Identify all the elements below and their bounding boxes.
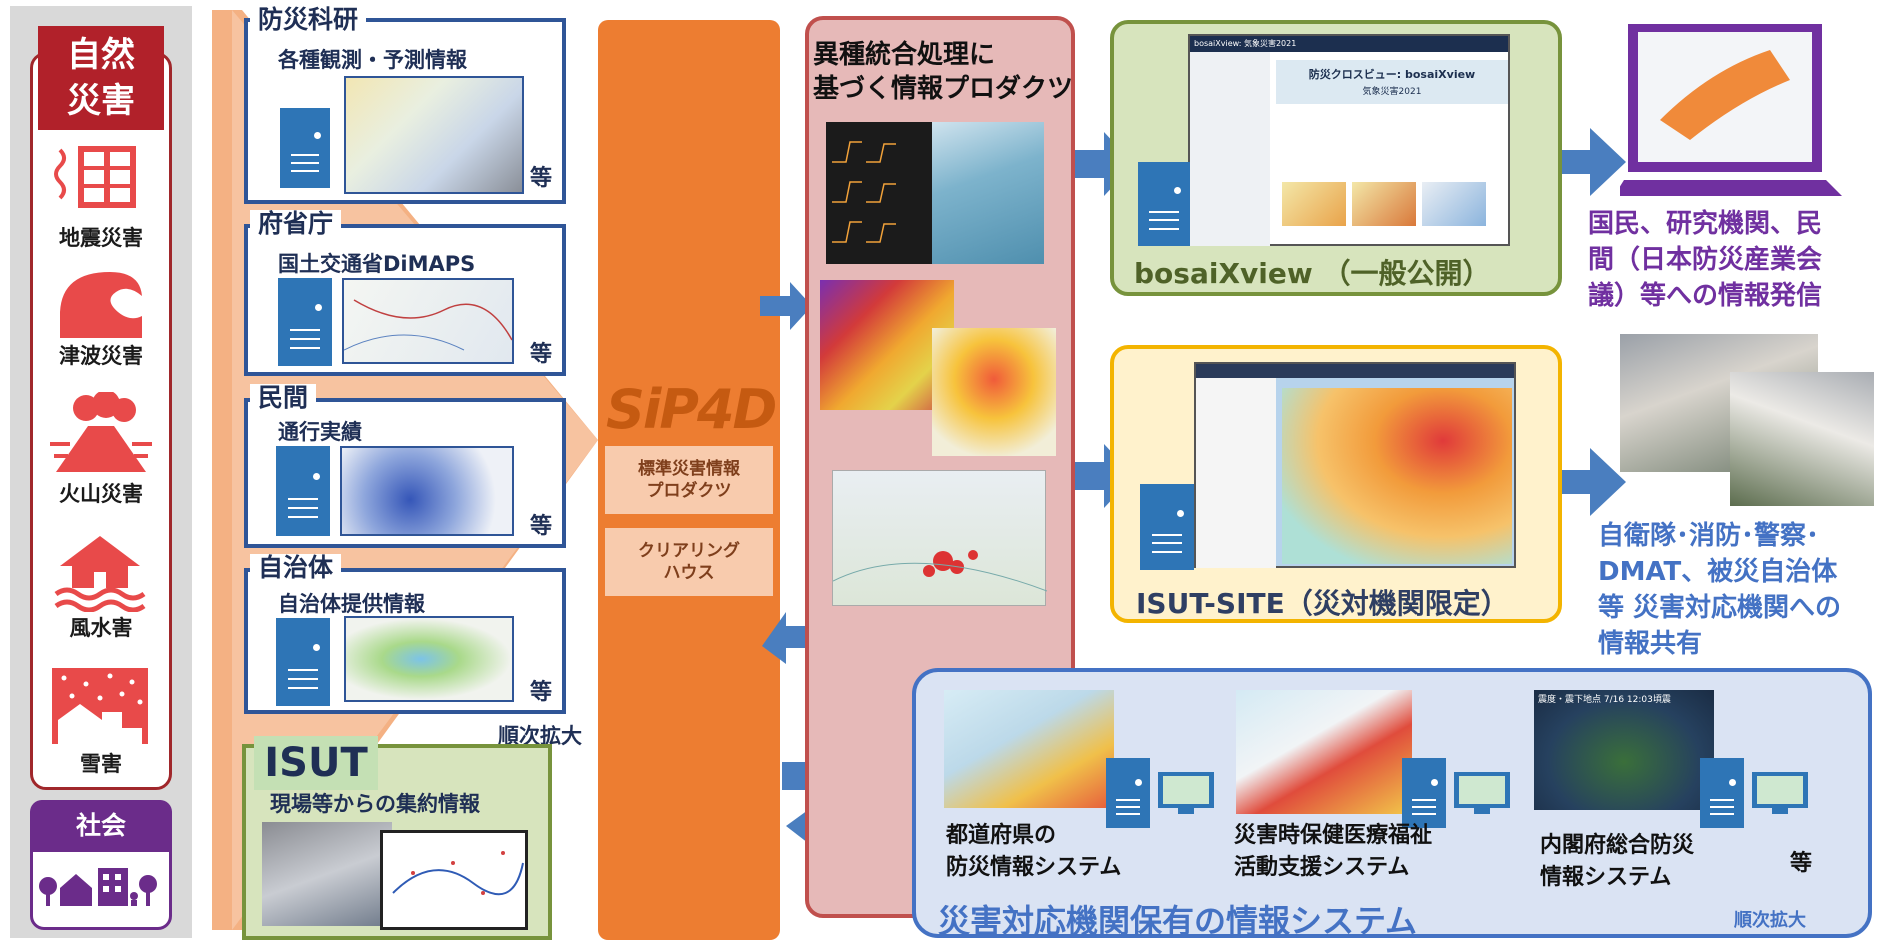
server-icon	[276, 618, 330, 706]
source-municipal-tab: 自治体	[250, 554, 342, 582]
server-icon	[1700, 758, 1744, 828]
source-municipal-etc: 等	[530, 680, 553, 705]
source-private-etc: 等	[530, 514, 553, 539]
monitor-icon	[1158, 772, 1214, 814]
heatmap-thumbnail-b	[932, 328, 1056, 456]
traffic-thumbnail	[340, 446, 514, 536]
standard-product-box: 標準災害情報 プロダクツ	[605, 446, 773, 514]
source-private-tab: 民間	[250, 384, 317, 412]
clearing-house-box: クリアリング ハウス	[605, 528, 773, 596]
municipal-thumbnail	[344, 616, 514, 702]
society-title: 社会	[30, 800, 172, 852]
bosaixview-screenshot: bosaiXview: 気象災害2021 防災クロスビュー: bosaiXvie…	[1188, 34, 1510, 246]
earthquake-icon	[54, 146, 136, 208]
isut-sub: 現場等からの集約情報	[270, 792, 480, 816]
health-system-caption: 災害時保健医療福祉 活動支援システム	[1234, 823, 1433, 880]
isut-map-thumbnail	[380, 830, 528, 930]
systems-etc: 等	[1790, 851, 1813, 876]
source-ministry-etc: 等	[530, 342, 553, 367]
server-icon	[1140, 484, 1194, 570]
source-bosai-sub: 各種観測・予測情報	[278, 48, 467, 72]
server-icon	[276, 446, 330, 536]
region-map-thumbnail	[832, 470, 1048, 606]
cabinet-map-caption: 震度・震下地点 7/16 12:03頃震	[1538, 695, 1671, 705]
systems-expand-label: 順次拡大	[1734, 910, 1806, 931]
volcano-icon	[50, 392, 152, 472]
monitor-icon	[1752, 772, 1808, 814]
tsunami-icon	[60, 272, 142, 338]
isut-photo	[262, 822, 392, 926]
server-icon	[1402, 758, 1446, 828]
laptop-icon	[1620, 24, 1842, 196]
bosaixview-screen-sub: 気象災害2021	[1362, 87, 1422, 97]
dashboard-thumbnail	[826, 122, 932, 264]
sip4d-logo: SiP4D	[606, 378, 777, 441]
observation-maps-thumbnail	[344, 76, 524, 194]
server-icon	[1138, 162, 1190, 246]
isut-site-label: ISUT-SITE（災対機関限定）	[1136, 587, 1509, 620]
health-system-screenshot	[1236, 690, 1412, 814]
source-ministry-sub: 国土交通省DiMAPS	[278, 252, 476, 276]
source-bosai-etc: 等	[530, 166, 553, 191]
cabinet-system-caption: 内閣府総合防災 情報システム	[1540, 833, 1695, 890]
hazard-earthquake-label: 地震災害	[59, 226, 143, 250]
monitor-icon	[1454, 772, 1510, 814]
cabinet-system-screenshot: 震度・震下地点 7/16 12:03頃震	[1534, 690, 1714, 810]
hazard-tsunami-label: 津波災害	[59, 344, 143, 368]
source-private-sub: 通行実績	[278, 420, 362, 444]
bosaixview-screen-heading: 防災クロスビュー: bosaiXview	[1276, 60, 1508, 104]
server-icon	[1106, 758, 1150, 828]
hazard-flood-label: 風水害	[69, 616, 133, 640]
agency-systems-label: 災害対応機関保有の情報システム	[938, 902, 1418, 940]
isut-tab: ISUT	[254, 736, 378, 790]
operations-photo-b	[1730, 372, 1874, 506]
city-icon	[39, 868, 157, 906]
server-icon	[278, 278, 332, 366]
heatmap-thumbnail-a	[820, 280, 954, 410]
public-output-text: 国民、研究機関、民 間（日本防災産業会 議）等への情報発信	[1588, 209, 1823, 311]
natural-disaster-title: 自然 災害	[38, 26, 164, 130]
prefecture-system-caption: 都道府県の 防災情報システム	[946, 823, 1122, 880]
prefecture-system-screenshot	[944, 690, 1114, 808]
hazard-snow-label: 雪害	[80, 752, 122, 776]
agency-output-text: 自衛隊･消防･警察･ DMAT、被災自治体 等 災害対応機関への 情報共有	[1598, 521, 1842, 659]
source-bosai-tab: 防災科研	[250, 6, 367, 34]
kanto-map-thumbnail	[932, 122, 1044, 264]
server-icon	[280, 108, 330, 188]
source-municipal-sub: 自治体提供情報	[278, 592, 425, 616]
flood-icon	[54, 536, 146, 612]
dimaps-thumbnail	[342, 278, 514, 364]
bosaixview-label: bosaiXview （一般公開）	[1134, 257, 1491, 290]
source-ministry-tab: 府省庁	[250, 210, 342, 238]
info-product-title: 異種統合処理に 基づく情報プロダクツ	[813, 40, 1074, 104]
hazard-volcano-label: 火山災害	[59, 482, 143, 506]
bosaixview-screen-title: bosaiXview: 気象災害2021	[1190, 36, 1508, 52]
isut-site-screenshot	[1194, 362, 1516, 568]
snow-icon	[52, 668, 148, 744]
